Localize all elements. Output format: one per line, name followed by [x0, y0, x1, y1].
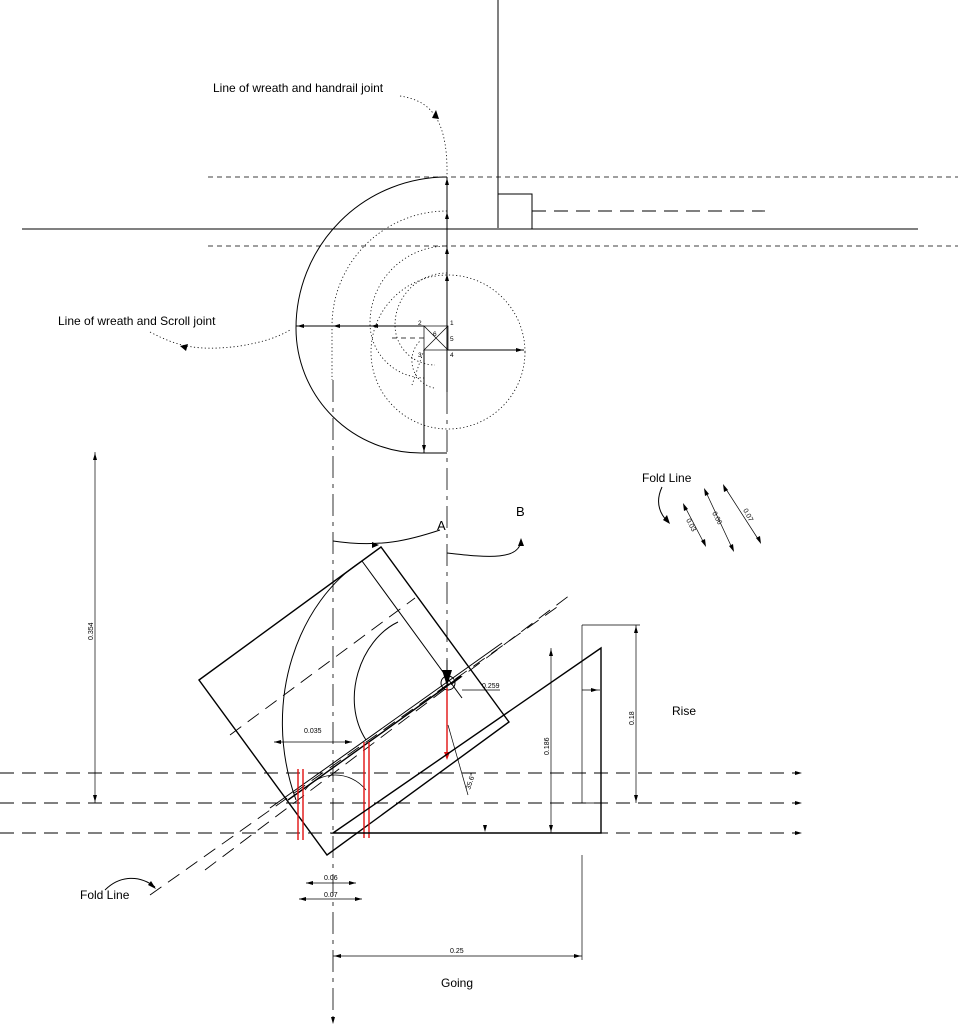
centre-point-3: 3 [418, 352, 422, 359]
point-a-label: A [437, 518, 446, 533]
fold-line-legend: Fold Line 0.03 0.06 0.07 [642, 471, 761, 552]
centre-point-2: 2 [418, 320, 422, 327]
fold-dim-003: 0.03 [684, 518, 697, 533]
fold-line-top-label: Fold Line [642, 471, 692, 485]
centre-point-4: 4 [450, 352, 454, 359]
centre-point-6: 6 [433, 331, 437, 338]
fold-line-bottom-label: Fold Line [80, 888, 130, 902]
plan-view: 1 2 3 4 5 6 Line of wreath and handrail … [22, 0, 958, 454]
dim-018: 0.18 [629, 711, 636, 725]
pitch-triangle: 0.18 0.186 Rise [330, 624, 696, 834]
dim-006: 0.06 [324, 875, 338, 882]
dim-0354: 0.354 [88, 622, 95, 640]
going-label: Going [441, 976, 473, 990]
dim-0186: 0.186 [544, 737, 551, 755]
scroll-joint-label: Line of wreath and Scroll joint [58, 314, 216, 328]
centre-point-1: 1 [450, 320, 454, 327]
wreath-development: 35.6° 0.259 0.035 A B [149, 504, 571, 896]
rise-label: Rise [672, 704, 696, 718]
centre-point-5: 5 [450, 336, 454, 343]
angle-label: 35.6° [464, 772, 477, 790]
dim-0035: 0.035 [304, 728, 322, 735]
dim-025: 0.25 [450, 948, 464, 955]
dim-0259: 0.259 [482, 683, 500, 690]
dimensions: 0.354 0.06 0.07 0.25 Going Fold Line [80, 452, 583, 990]
dim-007: 0.07 [324, 892, 338, 899]
point-b-label: B [516, 504, 525, 519]
handrail-joint-label: Line of wreath and handrail joint [213, 81, 384, 95]
